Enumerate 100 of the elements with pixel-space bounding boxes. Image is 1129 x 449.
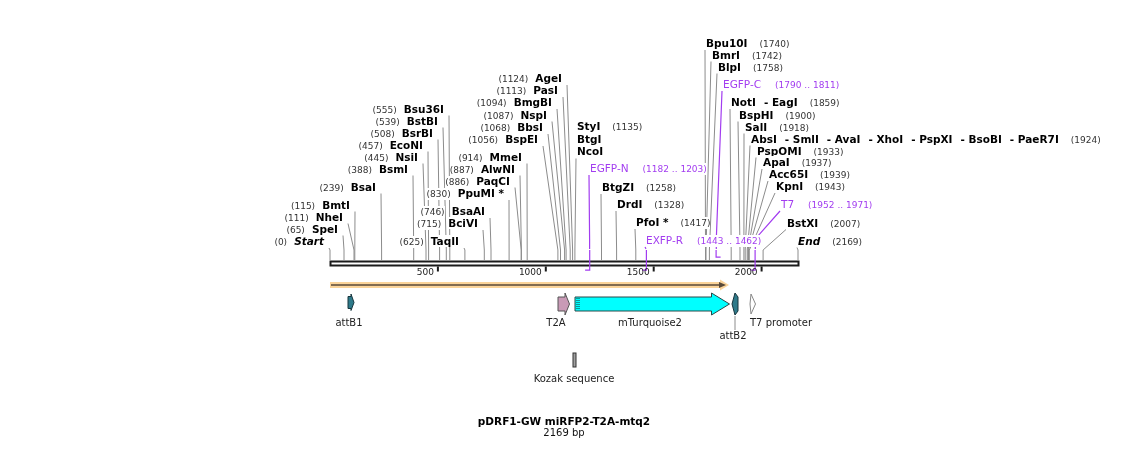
enzyme-name: AgeI: [535, 72, 562, 84]
enzyme-name: MmeI: [489, 150, 522, 163]
leader-line: [342, 235, 345, 261]
site-position: (2169): [832, 235, 863, 248]
leader-line: [526, 163, 528, 261]
leader-line: [748, 180, 769, 261]
enzyme-name: BsaAI: [451, 205, 485, 217]
leader-line: [762, 229, 787, 261]
site-position: (115): [290, 199, 316, 212]
primer-name: EXFP-R: [646, 234, 684, 246]
site-position: (1939): [820, 169, 851, 181]
site-position: (625): [399, 236, 424, 248]
leader-line: [328, 247, 331, 261]
leader-line: [600, 193, 602, 261]
leader-line: [380, 193, 383, 261]
map-boundary-label: End: [798, 234, 821, 247]
scale-label: 2000: [734, 266, 758, 278]
site-position: (1068): [480, 122, 511, 134]
enzyme-name: - XhoI: [868, 132, 904, 145]
leader-line: [489, 217, 492, 261]
enzyme-name: BtgZI: [602, 181, 635, 193]
leader-line: [796, 247, 799, 261]
site-position: (1328): [654, 199, 685, 211]
leader-line: [566, 84, 574, 261]
enzyme-name: Bpu10I: [706, 37, 748, 49]
primer-range: (1790 .. 1811): [775, 79, 840, 91]
site-position: (830): [426, 188, 451, 200]
enzyme-name: DrdI: [617, 198, 643, 210]
primer-range: (1952 .. 1971): [808, 199, 873, 211]
feature-label: attB1: [335, 317, 363, 329]
enzyme-name: BtgI: [577, 133, 602, 145]
leader-line: [743, 133, 745, 261]
site-position: (1740): [759, 38, 790, 50]
enzyme-name: BstXI: [787, 216, 819, 229]
leader-line: [574, 158, 577, 261]
enzyme-name: BmgBI: [513, 96, 552, 108]
enzyme-name: - PspXI: [911, 132, 953, 145]
enzyme-name: BspHI: [739, 108, 774, 121]
enzyme-name: KpnI: [776, 180, 804, 192]
enzyme-name: BspEI: [505, 133, 538, 145]
primer-name: EGFP-C: [723, 78, 762, 90]
sequence-length: 2169 bp: [543, 427, 585, 439]
site-position: (388): [347, 163, 372, 176]
leader-line: [508, 199, 510, 261]
feature-label: T7 promoter: [750, 317, 813, 329]
site-position: (1924): [1070, 133, 1101, 146]
primer-range: (1182 .. 1203): [642, 163, 707, 175]
leader-line: [634, 228, 637, 261]
feature-label: T2A: [546, 317, 566, 329]
leader-line: [744, 145, 751, 261]
leader-line: [519, 175, 522, 261]
site-position: (1135): [612, 122, 643, 134]
site-position: (1258): [646, 182, 676, 194]
site-position: (1417): [680, 217, 711, 229]
site-position: (1113): [496, 85, 527, 97]
primer-range: (1443 .. 1462): [697, 235, 762, 247]
site-position: (239): [319, 181, 344, 194]
leader-line: [615, 210, 618, 261]
enzyme-name: - PaeR7I: [1009, 132, 1059, 145]
enzyme-name: NotI: [731, 96, 756, 108]
leader-line: [556, 108, 567, 261]
primer-name: EGFP-N: [590, 162, 629, 174]
site-position: (1859): [809, 97, 840, 109]
enzyme-name: - AvaI: [826, 132, 861, 145]
scale-label: 500: [416, 266, 434, 278]
site-position: (1094): [476, 97, 507, 109]
leader-line: [588, 174, 591, 250]
site-position: (746): [420, 206, 445, 218]
site-position: (1056): [468, 134, 499, 146]
leader-line: [542, 145, 559, 261]
map-title: pDRF1-GW miRFP2-T2A-mtq2: [477, 415, 651, 427]
primer-name: T7: [781, 198, 795, 210]
enzyme-name: ApaI: [763, 156, 790, 168]
site-position: (457): [358, 139, 383, 152]
leader-line: [708, 73, 718, 261]
leader-line: [715, 90, 723, 250]
scale-label: 1000: [518, 266, 542, 278]
site-position: (555): [372, 103, 397, 116]
leader-line: [412, 175, 415, 261]
site-position: (914): [458, 151, 483, 164]
leader-line: [644, 246, 647, 250]
enzyme-name: BciVI: [448, 217, 478, 229]
leader-line: [734, 315, 736, 331]
leader-line: [737, 121, 741, 261]
leader-line: [347, 223, 355, 261]
enzyme-name: - BsoBI: [960, 132, 1002, 145]
feature-label: attB2: [719, 330, 747, 342]
enzyme-name: PasI: [533, 84, 558, 96]
leader-line: [354, 211, 356, 261]
feature-label: Kozak sequence: [533, 373, 615, 385]
site-position: (0): [274, 236, 288, 248]
enzyme-name: StyI: [577, 121, 601, 133]
enzyme-name: PfoI *: [636, 216, 669, 228]
leader-line: [747, 168, 763, 261]
enzyme-name: - EagI: [763, 96, 798, 108]
leader-line: [562, 96, 571, 261]
enzyme-name: PpuMI *: [457, 187, 504, 199]
enzyme-name: NcoI: [577, 146, 604, 158]
enzyme-name: NspI: [520, 108, 547, 121]
site-position: (715): [416, 218, 442, 230]
